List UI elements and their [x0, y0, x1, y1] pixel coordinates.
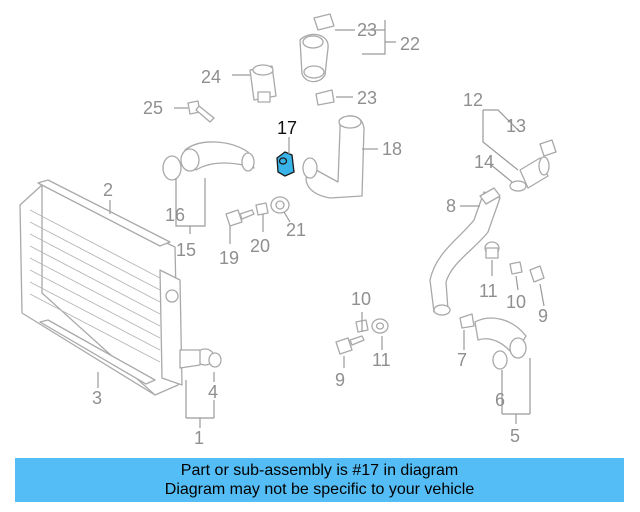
callout-9-right: 9: [538, 306, 548, 326]
callout-15: 15: [176, 240, 196, 260]
callout-23-mid: 23: [357, 88, 377, 108]
grommet-11-right-part: [484, 241, 500, 259]
callout-labels: 23 22 24 23 25 17 18 12 13 14 2 8 16 21 …: [92, 20, 548, 448]
callout-23-top: 23: [357, 20, 377, 40]
callout-13: 13: [506, 116, 526, 136]
callout-1: 1: [194, 428, 204, 448]
callout-21: 21: [286, 220, 306, 240]
leader-lines: [97, 20, 545, 428]
callout-3: 3: [92, 388, 102, 408]
clip-7-part: [459, 313, 475, 329]
callout-14: 14: [474, 152, 494, 172]
callout-11-mid: 11: [372, 350, 391, 370]
nut-20-part: [255, 202, 269, 216]
clip-14-part: [509, 180, 527, 192]
callout-25: 25: [143, 98, 163, 118]
callout-7: 7: [457, 350, 467, 370]
part-17-highlighted: [276, 151, 295, 177]
callout-5: 5: [510, 426, 520, 446]
banner-line-disclaimer: Diagram may not be specific to your vehi…: [164, 481, 475, 498]
bottom-strip-part: [39, 319, 156, 385]
intercooler-part: [19, 184, 222, 396]
bolt-9-mid-part: [335, 335, 365, 355]
hose-16-part: [162, 141, 255, 181]
bolt-9-right-part: [529, 265, 545, 283]
callout-10-right: 10: [506, 292, 526, 312]
pipe-18-part: [302, 115, 365, 199]
upper-hose-22-part: [299, 13, 335, 106]
callout-12: 12: [463, 90, 483, 110]
callout-24: 24: [201, 67, 221, 87]
callout-6: 6: [495, 390, 505, 410]
parts-diagram: 23 22 24 23 25 17 18 12 13 14 2 8 16 21 …: [19, 13, 557, 448]
grommet-11-mid-part: [371, 318, 389, 334]
callout-9-mid: 9: [335, 370, 345, 390]
hose-5-part: [474, 317, 527, 359]
callout-18: 18: [382, 139, 402, 159]
stud-10-right-part: [509, 261, 523, 275]
clamp-21-part: [270, 196, 290, 214]
pipe-8-part: [429, 187, 501, 316]
callout-2: 2: [103, 180, 113, 200]
callout-11-right: 11: [479, 281, 498, 301]
callout-17: 17: [277, 118, 297, 138]
sensor-24-part: [249, 64, 277, 103]
bolt-25-part: [187, 100, 215, 123]
top-strip-part: [37, 179, 171, 247]
callout-4: 4: [208, 382, 218, 402]
callout-16: 16: [165, 205, 185, 225]
callout-22: 22: [400, 34, 420, 54]
callout-8: 8: [446, 196, 456, 216]
callout-10-mid: 10: [351, 289, 371, 309]
info-banner: Part or sub-assembly is #17 in diagram D…: [15, 458, 624, 502]
callout-19: 19: [219, 248, 239, 268]
clamp-6-part: [492, 350, 508, 370]
banner-line-part-number: Part or sub-assembly is #17 in diagram: [180, 462, 459, 479]
bolt-19-part: [225, 209, 255, 227]
callout-20: 20: [250, 236, 270, 256]
hose-13-part: [519, 139, 557, 189]
